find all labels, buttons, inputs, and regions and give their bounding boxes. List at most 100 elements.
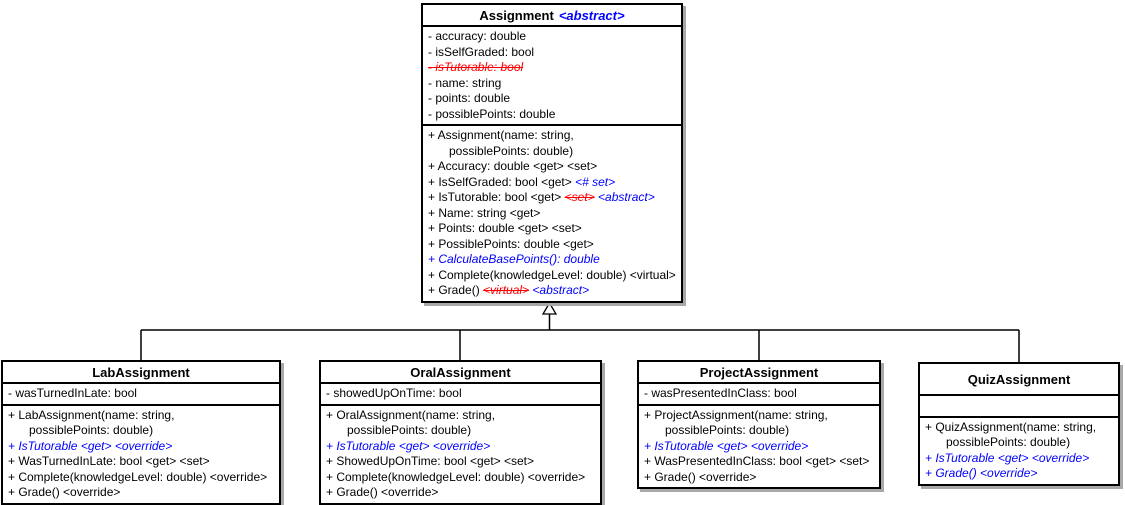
attribute-row: - name: string	[423, 76, 681, 92]
method-row: + ShowedUpOnTime: bool <get> <set>	[321, 454, 600, 470]
text-segment: + QuizAssignment(name: string,	[925, 419, 1097, 434]
text-segment: + Grade()	[428, 283, 484, 297]
text-segment: <set>	[564, 190, 595, 204]
class-name: QuizAssignment	[967, 371, 1071, 387]
attributes-section	[920, 396, 1118, 418]
text-segment: + Accuracy: double <get> <set>	[428, 159, 598, 173]
method-row: + Grade() <override>	[920, 466, 1118, 482]
text-segment: <virtual>	[483, 283, 530, 297]
method-row: + Grade() <override>	[3, 485, 279, 501]
attribute-row: - possiblePoints: double	[423, 107, 681, 123]
text-segment: + Assignment(name: string,	[428, 128, 574, 142]
method-row: + Accuracy: double <get> <set>	[423, 159, 681, 175]
method-row: + Points: double <get> <set>	[423, 221, 681, 237]
method-row: + CalculateBasePoints(): double	[423, 252, 681, 268]
class-title-bar: OralAssignment	[321, 362, 600, 384]
class-box-quiz-assignment[interactable]: QuizAssignment + QuizAssignment(name: st…	[918, 362, 1120, 486]
class-box-project-assignment[interactable]: ProjectAssignment - wasPresentedInClass:…	[637, 360, 881, 489]
text-segment: + Complete(knowledgeLevel: double) <over…	[8, 469, 268, 484]
attribute-row: - showedUpOnTime: bool	[321, 386, 600, 402]
text-segment: - isTutorable: bool	[428, 60, 524, 74]
class-box-assignment[interactable]: Assignment <abstract> - accuracy: double…	[421, 3, 683, 303]
text-segment: + OralAssignment(name: string,	[326, 407, 496, 422]
text-segment: <abstract>	[532, 283, 590, 297]
method-row: + Grade() <override>	[321, 485, 600, 501]
text-segment: + LabAssignment(name: string,	[8, 407, 175, 422]
abstract-stereotype: <abstract>	[558, 7, 625, 23]
method-row: + IsTutorable <get> <override>	[321, 439, 600, 455]
text-segment: + IsTutorable <get> <override>	[326, 438, 491, 453]
text-segment: - isSelfGraded: bool	[428, 44, 535, 59]
method-row: + Complete(knowledgeLevel: double) <over…	[321, 470, 600, 486]
text-segment: - showedUpOnTime: bool	[326, 386, 462, 400]
class-box-lab-assignment[interactable]: LabAssignment - wasTurnedInLate: bool + …	[1, 360, 281, 505]
attribute-row: - wasTurnedInLate: bool	[3, 386, 279, 402]
text-segment: + Grade() <override>	[644, 469, 757, 484]
method-row: possiblePoints: double)	[423, 144, 681, 160]
method-row: + WasTurnedInLate: bool <get> <set>	[3, 454, 279, 470]
method-row: + ProjectAssignment(name: string,	[639, 408, 879, 424]
method-row: + Complete(knowledgeLevel: double) <virt…	[423, 268, 681, 284]
methods-section: + Assignment(name: string,possiblePoints…	[423, 126, 681, 301]
method-row: + IsSelfGraded: bool <get> <# set>	[423, 175, 681, 191]
attributes-section: - wasPresentedInClass: bool	[639, 384, 879, 406]
methods-section: + OralAssignment(name: string,possiblePo…	[321, 406, 600, 503]
text-segment: + CalculateBasePoints(): double	[428, 252, 600, 266]
method-row: + IsTutorable <get> <override>	[3, 439, 279, 455]
text-segment: possiblePoints: double)	[946, 435, 1071, 449]
class-title-bar: ProjectAssignment	[639, 362, 879, 384]
class-title-bar: Assignment <abstract>	[423, 5, 681, 27]
methods-section: + QuizAssignment(name: string,possiblePo…	[920, 418, 1118, 484]
text-segment: + Grade() <override>	[8, 485, 121, 499]
method-row: + IsTutorable: bool <get> <set> <abstrac…	[423, 190, 681, 206]
text-segment: possiblePoints: double)	[29, 423, 154, 437]
methods-section: + ProjectAssignment(name: string,possibl…	[639, 406, 879, 488]
text-segment: - wasTurnedInLate: bool	[8, 386, 137, 400]
text-segment: <abstract>	[598, 190, 655, 204]
text-segment: + IsTutorable <get> <override>	[8, 438, 173, 453]
class-title-bar: LabAssignment	[3, 362, 279, 384]
method-row: + Assignment(name: string,	[423, 128, 681, 144]
attributes-section: - accuracy: double- isSelfGraded: bool- …	[423, 27, 681, 126]
method-row: + PossiblePoints: double <get>	[423, 237, 681, 253]
method-row: + Complete(knowledgeLevel: double) <over…	[3, 470, 279, 486]
text-segment: - wasPresentedInClass: bool	[644, 386, 797, 400]
method-row: + Grade() <override>	[639, 470, 879, 486]
class-name: OralAssignment	[410, 364, 511, 380]
attribute-row: - isSelfGraded: bool	[423, 45, 681, 61]
method-row: + LabAssignment(name: string,	[3, 408, 279, 424]
text-segment: + IsSelfGraded: bool <get>	[428, 174, 576, 189]
text-segment: + ShowedUpOnTime: bool <get> <set>	[326, 454, 535, 468]
method-row: + OralAssignment(name: string,	[321, 408, 600, 424]
class-name: LabAssignment	[92, 364, 190, 380]
text-segment: + IsTutorable <get> <override>	[644, 438, 809, 453]
class-title-bar: QuizAssignment	[920, 364, 1118, 396]
text-segment: + Name: string <get>	[428, 205, 541, 220]
text-segment: - possiblePoints: double	[428, 106, 556, 121]
text-segment: + PossiblePoints: double <get>	[428, 236, 594, 251]
method-row: + Grade() <virtual> <abstract>	[423, 283, 681, 299]
text-segment: + ProjectAssignment(name: string,	[644, 407, 828, 422]
method-row: + WasPresentedInClass: bool <get> <set>	[639, 454, 879, 470]
class-box-oral-assignment[interactable]: OralAssignment - showedUpOnTime: bool + …	[319, 360, 602, 505]
attribute-row: - isTutorable: bool	[423, 60, 681, 76]
text-segment: + Grade() <override>	[326, 485, 439, 499]
text-segment: + Complete(knowledgeLevel: double) <virt…	[428, 267, 676, 282]
text-segment: + IsTutorable <get> <override>	[925, 450, 1090, 465]
text-segment: + Complete(knowledgeLevel: double) <over…	[326, 469, 586, 484]
text-segment: <# set>	[575, 174, 616, 189]
text-segment: + WasTurnedInLate: bool <get> <set>	[8, 454, 210, 468]
text-segment: + Points: double <get> <set>	[428, 221, 582, 235]
text-segment: - name: string	[428, 75, 502, 90]
text-segment: possiblePoints: double)	[449, 143, 574, 158]
text-segment: possiblePoints: double)	[347, 423, 472, 437]
method-row: + IsTutorable <get> <override>	[920, 451, 1118, 467]
class-name: ProjectAssignment	[699, 364, 819, 380]
attribute-row: - points: double	[423, 91, 681, 107]
method-row: possiblePoints: double)	[920, 435, 1118, 451]
class-name: Assignment	[479, 7, 554, 23]
method-row: + IsTutorable <get> <override>	[639, 439, 879, 455]
text-segment: - accuracy: double	[428, 29, 527, 43]
text-segment: - points: double	[428, 91, 511, 105]
